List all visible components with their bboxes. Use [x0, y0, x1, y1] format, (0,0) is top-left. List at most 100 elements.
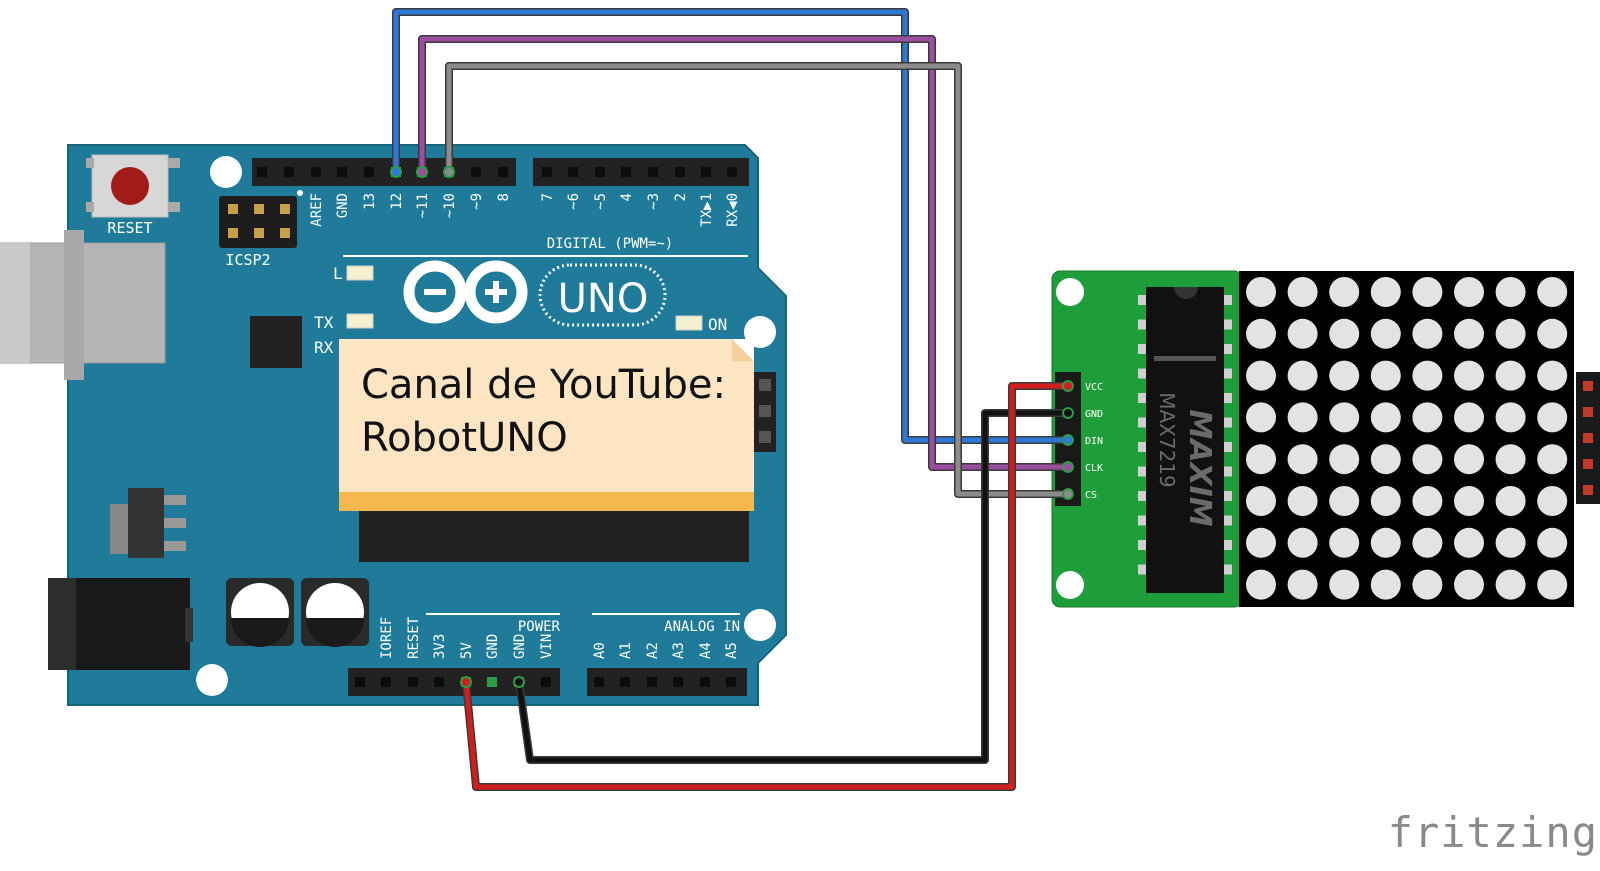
chip-maker-label: MAXIM [1182, 409, 1217, 526]
chip-pad [1222, 368, 1232, 379]
power-pin-socket[interactable] [541, 677, 551, 687]
analog-pin-label: A1 [618, 642, 634, 659]
digital-pin-label: ~6 [566, 193, 582, 210]
icsp-pin [280, 204, 290, 214]
module-hole [1056, 571, 1084, 599]
digital-pin-socket[interactable] [364, 167, 374, 177]
matrix-led [1454, 360, 1484, 391]
power-pin-socket[interactable] [355, 677, 365, 687]
digital-pin-label: ~3 [646, 193, 662, 210]
wire-cs-end [1062, 488, 1074, 500]
analog-pin-socket[interactable] [726, 677, 736, 687]
reset-button[interactable] [86, 154, 180, 218]
digital-pin-socket[interactable] [621, 167, 631, 177]
matrix-led [1370, 527, 1401, 558]
matrix-led [1246, 569, 1276, 600]
output-pin [1583, 433, 1593, 443]
analog-pin-label: A2 [645, 642, 661, 659]
mount-hole [210, 156, 242, 188]
matrix-led [1412, 318, 1443, 349]
side-header [754, 372, 776, 452]
chip-pad [1138, 564, 1148, 575]
digital-pin-socket[interactable] [568, 167, 578, 177]
digital-pin-socket[interactable] [648, 167, 658, 177]
matrix-led [1454, 569, 1484, 600]
voltage-regulator [110, 488, 186, 558]
wire-cs[interactable] [446, 63, 1068, 497]
matrix-led [1370, 444, 1401, 475]
matrix-led [1495, 318, 1526, 349]
matrix-led [1412, 402, 1443, 433]
digital-pin-socket[interactable] [257, 167, 267, 177]
matrix-led [1537, 569, 1568, 600]
matrix-led [1412, 569, 1443, 600]
module-pin-label: CS [1085, 490, 1097, 501]
usb-chip [250, 316, 302, 368]
digital-pin-socket[interactable] [337, 167, 347, 177]
analog-pin-socket[interactable] [620, 677, 630, 687]
power-pin-socket[interactable] [408, 677, 418, 687]
power-pin-socket[interactable] [434, 677, 444, 687]
digital-pin-label: 13 [362, 193, 378, 210]
digital-pin-socket[interactable] [727, 167, 737, 177]
digital-pin-socket[interactable] [284, 167, 294, 177]
analog-pin-socket[interactable] [594, 677, 604, 687]
uno-logo-text: UNO [558, 276, 649, 322]
power-pin-label: GND [485, 634, 501, 659]
chip-pad [1222, 564, 1232, 575]
note-line-2: RobotUNO [361, 415, 568, 461]
digital-pin-socket[interactable] [542, 167, 552, 177]
led-tx-label: TX [314, 313, 334, 332]
matrix-led [1370, 402, 1401, 433]
analog-pin-socket[interactable] [647, 677, 657, 687]
matrix-led [1246, 360, 1276, 391]
analog-pin-socket[interactable] [673, 677, 683, 687]
matrix-led [1329, 402, 1360, 433]
matrix-led [1246, 486, 1276, 516]
matrix-led [1246, 402, 1276, 433]
matrix-led [1412, 527, 1443, 558]
digital-pin-socket[interactable] [471, 167, 481, 177]
arduino-logo-icon [403, 260, 528, 324]
note-fold [732, 339, 754, 361]
module-pin-label: GND [1085, 409, 1103, 420]
led-on [675, 315, 703, 331]
digital-pin-socket[interactable] [311, 167, 321, 177]
wire-clk[interactable] [419, 36, 1068, 470]
digital-pin-socket[interactable] [701, 167, 711, 177]
matrix-led [1537, 360, 1568, 391]
digital-pin-label: ~9 [469, 193, 485, 210]
wire-vcc[interactable] [463, 383, 1068, 790]
matrix-led [1454, 486, 1484, 516]
power-pin-label: IOREF [379, 617, 395, 659]
power-jack [48, 578, 193, 670]
power-pin-socket[interactable] [381, 677, 391, 687]
matrix-led [1412, 277, 1443, 307]
led-l-label: L [333, 264, 343, 283]
matrix-led [1370, 486, 1401, 516]
power-analog-header [348, 668, 747, 696]
digital-pin-label: TX▶1 [699, 193, 715, 227]
wire-gnd-end [513, 676, 525, 688]
matrix-led [1495, 486, 1526, 516]
matrix-led [1495, 569, 1526, 600]
power-pin-socket[interactable] [487, 677, 497, 687]
chip-pad [1138, 466, 1148, 477]
power-header-label: POWER [518, 619, 561, 635]
led-rx-label: RX [314, 338, 334, 357]
matrix-led [1537, 444, 1568, 475]
digital-pin-label: GND [335, 193, 351, 218]
power-pin-label: VIN [539, 634, 555, 659]
digital-pin-socket[interactable] [498, 167, 508, 177]
digital-pin-socket[interactable] [595, 167, 605, 177]
icsp-label: ICSP2 [225, 251, 270, 269]
matrix-led [1287, 277, 1318, 307]
matrix-led [1495, 444, 1526, 475]
matrix-led [1412, 444, 1443, 475]
digital-pin-label: 12 [389, 193, 405, 210]
analog-pin-socket[interactable] [700, 677, 710, 687]
digital-pin-socket[interactable] [675, 167, 685, 177]
matrix-led [1495, 360, 1526, 391]
analog-pin-label: A3 [671, 642, 687, 659]
